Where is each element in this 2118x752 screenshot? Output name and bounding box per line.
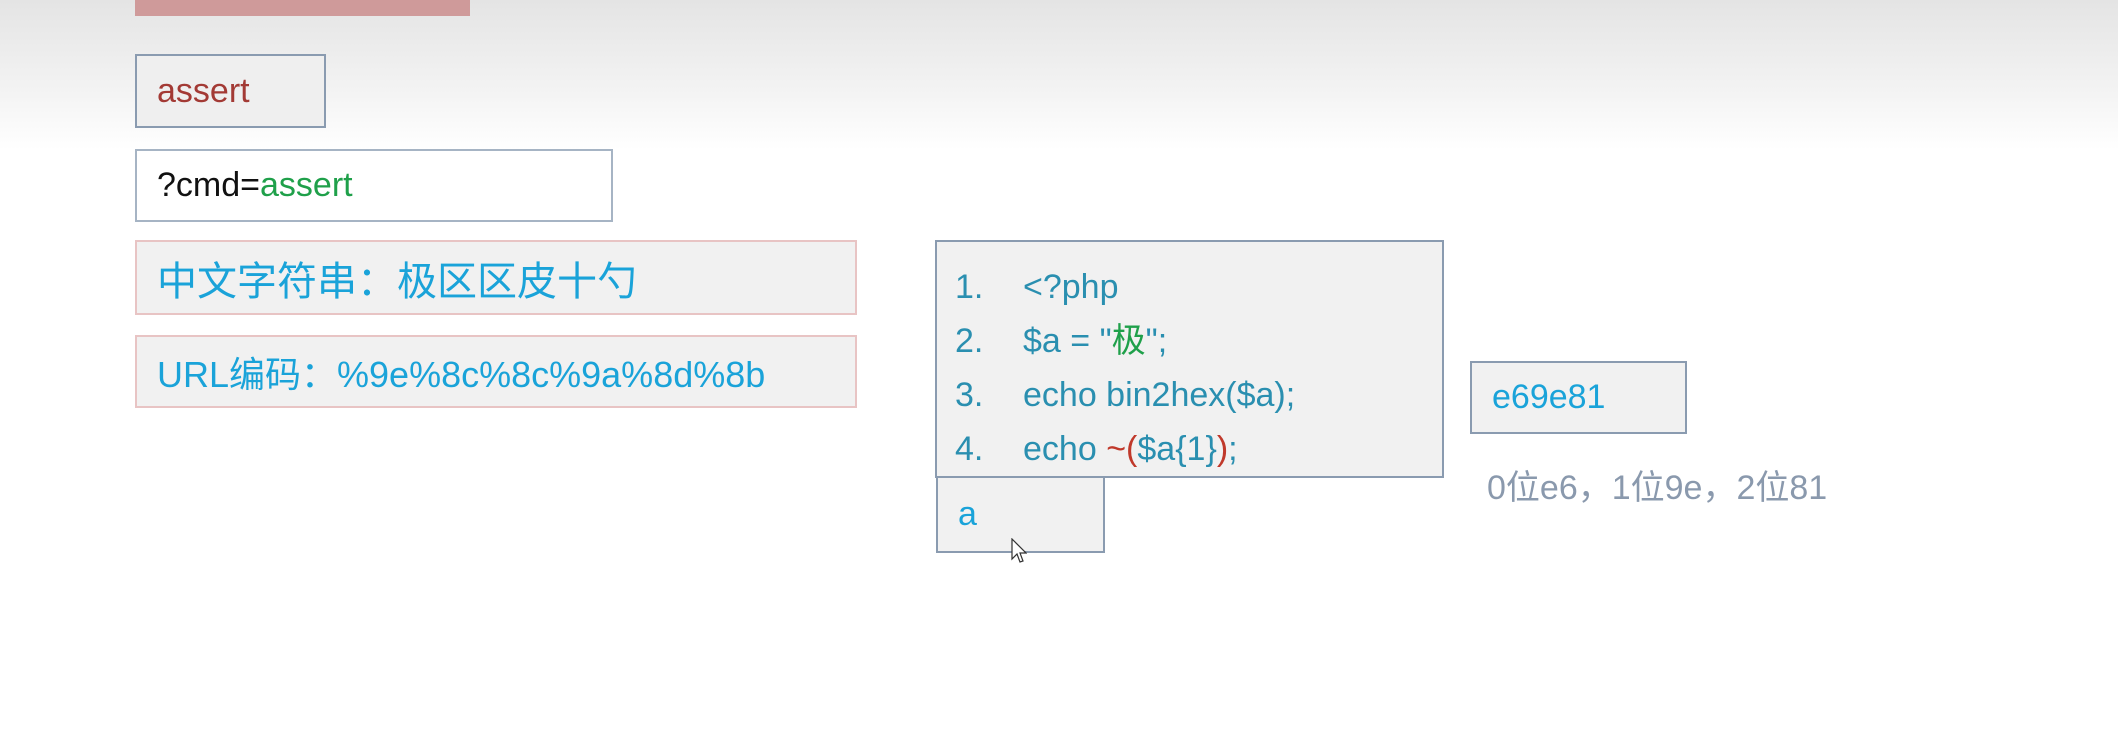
cmd-prefix: ?cmd= xyxy=(157,166,260,204)
byte-positions-text: 0位e6，1位9e，2位81 xyxy=(1487,469,1828,507)
code-text: <?php xyxy=(1023,268,1119,306)
url-encoded-text: URL编码：%9e%8c%8c%9a%8d%8b xyxy=(157,353,766,395)
code-line: 4. echo ~($a{1}); xyxy=(955,422,1442,476)
mouse-cursor-icon xyxy=(1011,538,1027,563)
code-line: 1. <?php xyxy=(955,260,1442,314)
output-a-box: a xyxy=(936,478,1105,553)
cmd-query-box: ?cmd=assert xyxy=(135,149,613,222)
line-number: 1. xyxy=(955,268,984,306)
code-highlight: ~( xyxy=(1106,430,1138,468)
hex-output-box: e69e81 xyxy=(1470,361,1687,434)
code-text: $a{1} xyxy=(1137,430,1217,468)
line-number: 4. xyxy=(955,430,984,468)
cmd-value: assert xyxy=(260,166,353,204)
output-a-text: a xyxy=(958,495,977,533)
code-line: 3. echo bin2hex($a); xyxy=(955,368,1442,422)
assert-box: assert xyxy=(135,54,326,128)
code-text: ; xyxy=(1228,430,1238,468)
assert-text: assert xyxy=(157,71,250,110)
title-banner xyxy=(135,0,470,16)
line-number: 2. xyxy=(955,322,984,360)
line-number: 3. xyxy=(955,376,984,414)
code-highlight: ) xyxy=(1216,430,1229,468)
code-text: echo xyxy=(1023,430,1107,468)
url-encoded-box: URL编码：%9e%8c%8c%9a%8d%8b xyxy=(135,335,857,408)
chinese-string-text: 中文字符串：极区区皮十勺 xyxy=(157,259,637,304)
chinese-string-box: 中文字符串：极区区皮十勺 xyxy=(135,240,857,315)
hex-output-text: e69e81 xyxy=(1492,378,1606,416)
code-line: 2. $a = "极"; xyxy=(955,314,1442,368)
code-text: $a = " xyxy=(1023,322,1112,360)
code-text: "; xyxy=(1145,322,1168,360)
code-highlight: 极 xyxy=(1111,322,1146,360)
php-code-box: 1.<?php 2.$a = "极"; 3.echo bin2hex($a); … xyxy=(935,240,1444,478)
code-text: echo bin2hex($a); xyxy=(1023,376,1296,414)
